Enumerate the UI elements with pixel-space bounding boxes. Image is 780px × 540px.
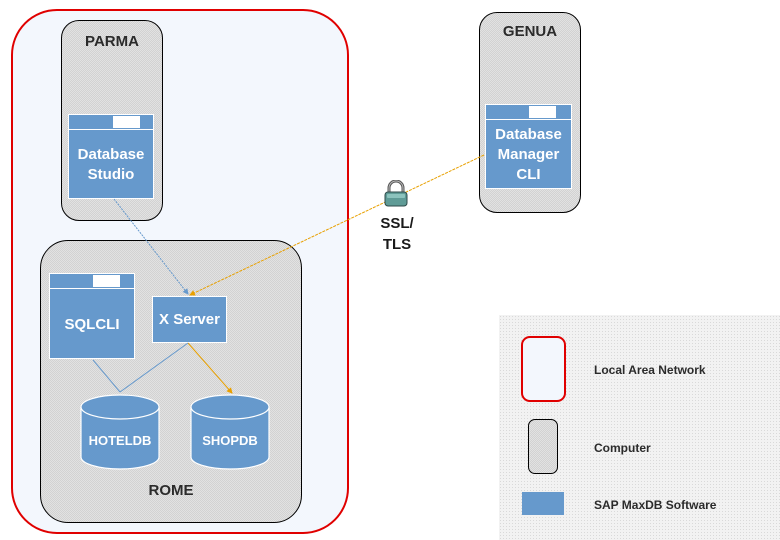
legend-lan-label: Local Area Network <box>594 363 706 377</box>
sqlcli-label: SQLCLI <box>64 316 120 333</box>
link-dbmcli-xserver <box>189 154 485 296</box>
dbm-cli-line3: CLI <box>516 166 541 183</box>
computer-label-genua: GENUA <box>502 23 558 40</box>
legend: Local Area Network Computer SAP MaxDB So… <box>499 315 780 540</box>
ssl-tls-label: SSL/ TLS <box>372 213 422 255</box>
lock-icon <box>383 179 409 208</box>
legend-computer-label: Computer <box>594 441 651 455</box>
dbm-cli-line2: Manager <box>497 146 560 163</box>
shopdb-label: SHOPDB <box>202 433 258 448</box>
software-x-server: X Server <box>152 296 227 343</box>
hoteldb-label: HOTELDB <box>88 433 152 448</box>
database-hoteldb: HOTELDB <box>80 393 160 470</box>
link-studio-xserver <box>113 198 189 295</box>
link-xserver-hoteldb <box>119 342 189 393</box>
cylinder-icon <box>190 394 270 470</box>
software-sqlcli: SQLCLI <box>49 273 135 359</box>
window-tab-icon <box>113 116 140 128</box>
ssl-label-line2: TLS <box>382 236 412 253</box>
legend-computer-symbol <box>528 419 558 474</box>
ssl-label-line1: SSL/ <box>380 215 414 232</box>
dbm-cli-line1: Database <box>495 126 562 143</box>
link-xserver-shopdb <box>187 342 233 394</box>
legend-software-label: SAP MaxDB Software <box>594 498 717 512</box>
link-sqlcli-hoteldb <box>92 359 121 393</box>
database-shopdb: SHOPDB <box>190 393 270 470</box>
computer-label-parma: PARMA <box>85 33 139 50</box>
window-tab-icon <box>529 106 556 118</box>
x-server-label: X Server <box>159 311 220 328</box>
cylinder-icon <box>80 394 160 470</box>
database-studio-line2: Studio <box>87 166 135 183</box>
database-studio-line1: Database <box>77 146 145 163</box>
software-database-manager-cli: Database Manager CLI <box>485 104 572 189</box>
software-database-studio: Database Studio <box>68 114 154 199</box>
computer-label-rome: ROME <box>148 482 194 499</box>
legend-lan-symbol <box>521 336 566 402</box>
legend-software-symbol <box>522 492 564 515</box>
window-tab-icon <box>93 275 120 287</box>
